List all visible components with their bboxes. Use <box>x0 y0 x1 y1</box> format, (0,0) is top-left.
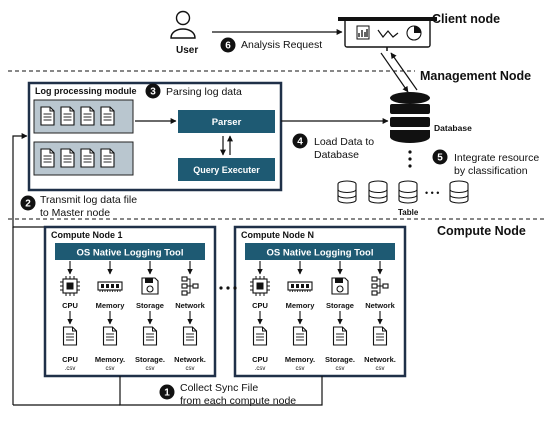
file-label-memory: Memory. <box>95 355 125 364</box>
step-6-badge <box>220 37 236 53</box>
log-files-group-bottom <box>33 141 134 176</box>
storage-icon <box>141 277 159 295</box>
memory-icon <box>97 281 123 292</box>
table-label: Table <box>398 208 419 217</box>
file-label-memory: Memory. <box>285 355 315 364</box>
file-ext-memory: csv <box>106 366 115 372</box>
step-1-label-line-1: Collect Sync File <box>180 382 258 394</box>
step-5-label-line-1: Integrate resource <box>454 152 539 164</box>
compute-nodes: Compute Node 1OS Native Logging ToolCPUC… <box>43 225 407 378</box>
memory-icon <box>287 281 313 292</box>
vertical-ellipsis <box>408 150 412 168</box>
step-3-label: Parsing log data <box>166 86 242 98</box>
network-icon <box>371 276 389 296</box>
step-2-label-line-2: to Master node <box>40 207 110 219</box>
horizontal-ellipsis-between-nodes <box>219 286 237 290</box>
csv-file-icon <box>332 326 348 346</box>
csv-file-icon <box>62 326 78 346</box>
file-ext-storage: csv <box>336 366 345 372</box>
arrow-database-to-client <box>390 52 418 91</box>
file-ext-cpu: .csv <box>65 366 76 372</box>
csv-file-icon <box>182 326 198 346</box>
logging-tool-label: OS Native Logging Tool <box>77 248 184 259</box>
file-label-storage: Storage. <box>325 355 355 364</box>
resource-label-storage: Storage <box>326 301 354 310</box>
file-label-network: Network. <box>364 355 396 364</box>
management-node-heading: Management Node <box>420 69 531 83</box>
step-3-number: 3 <box>150 87 156 98</box>
log-files-group-top <box>33 99 134 134</box>
database-label: Database <box>434 123 472 133</box>
table-ellipsis: • • • <box>425 188 439 198</box>
log-module-title: Log processing module <box>35 86 137 96</box>
step-2-number: 2 <box>25 199 31 210</box>
table-cylinders <box>337 180 469 204</box>
arrow-compute-to-module <box>12 133 45 228</box>
storage-icon <box>331 277 349 295</box>
resource-label-memory: Memory <box>96 301 126 310</box>
query-executer-label: Query Executer <box>193 165 260 175</box>
step-1-number: 1 <box>164 388 170 399</box>
compute-node-title: Compute Node N <box>241 230 314 240</box>
csv-file-icon <box>252 326 268 346</box>
file-ext-memory: csv <box>296 366 305 372</box>
resource-label-network: Network <box>365 301 395 310</box>
csv-file-icon <box>372 326 388 346</box>
cpu-icon <box>250 276 270 296</box>
csv-file-icon <box>142 326 158 346</box>
step-4-number: 4 <box>297 137 303 148</box>
resource-label-memory: Memory <box>286 301 316 310</box>
step-4-label-line-1: Load Data to <box>314 136 374 148</box>
csv-file-icon <box>292 326 308 346</box>
step-2-badge <box>20 195 36 211</box>
logging-tool-label: OS Native Logging Tool <box>267 248 374 259</box>
cpu-icon <box>60 276 80 296</box>
compute-node-heading: Compute Node <box>437 224 526 238</box>
file-ext-network: csv <box>376 366 385 372</box>
resource-label-cpu: CPU <box>252 301 268 310</box>
user-label: User <box>176 45 198 56</box>
parser-label: Parser <box>212 117 242 128</box>
step-5-badge <box>432 149 448 165</box>
client-monitor-icon <box>338 17 437 51</box>
user-icon <box>170 10 196 39</box>
file-ext-network: csv <box>186 366 195 372</box>
arrow-client-to-database <box>380 52 409 93</box>
step-1-badge <box>159 384 175 400</box>
step-6-label: Analysis Request <box>241 39 322 51</box>
resource-label-network: Network <box>175 301 205 310</box>
file-label-storage: Storage. <box>135 355 165 364</box>
resource-label-storage: Storage <box>136 301 164 310</box>
file-label-cpu: CPU <box>62 355 78 364</box>
step-4-label-line-2: Database <box>314 149 359 161</box>
file-ext-cpu: .csv <box>255 366 266 372</box>
database-icon <box>390 92 430 143</box>
query-executer-box <box>178 158 275 181</box>
logging-tool-bar <box>55 243 205 260</box>
step-6-number: 6 <box>225 41 231 52</box>
resource-label-cpu: CPU <box>62 301 78 310</box>
compute-node-title: Compute Node 1 <box>51 230 123 240</box>
logging-tool-bar <box>245 243 395 260</box>
collect-sync-line <box>119 376 323 406</box>
network-icon <box>181 276 199 296</box>
step-3-badge <box>145 83 161 99</box>
parser-box <box>178 110 275 133</box>
step-5-number: 5 <box>437 153 443 164</box>
step-2-label-line-1: Transmit log data file <box>40 194 137 206</box>
file-label-cpu: CPU <box>252 355 268 364</box>
file-label-network: Network. <box>174 355 206 364</box>
step-4-badge <box>292 133 308 149</box>
csv-file-icon <box>102 326 118 346</box>
step-1-label-line-2: from each compute node <box>180 395 296 407</box>
file-ext-storage: csv <box>146 366 155 372</box>
step-5-label-line-2: by classification <box>454 165 528 177</box>
client-node-heading: Client node <box>432 12 500 26</box>
